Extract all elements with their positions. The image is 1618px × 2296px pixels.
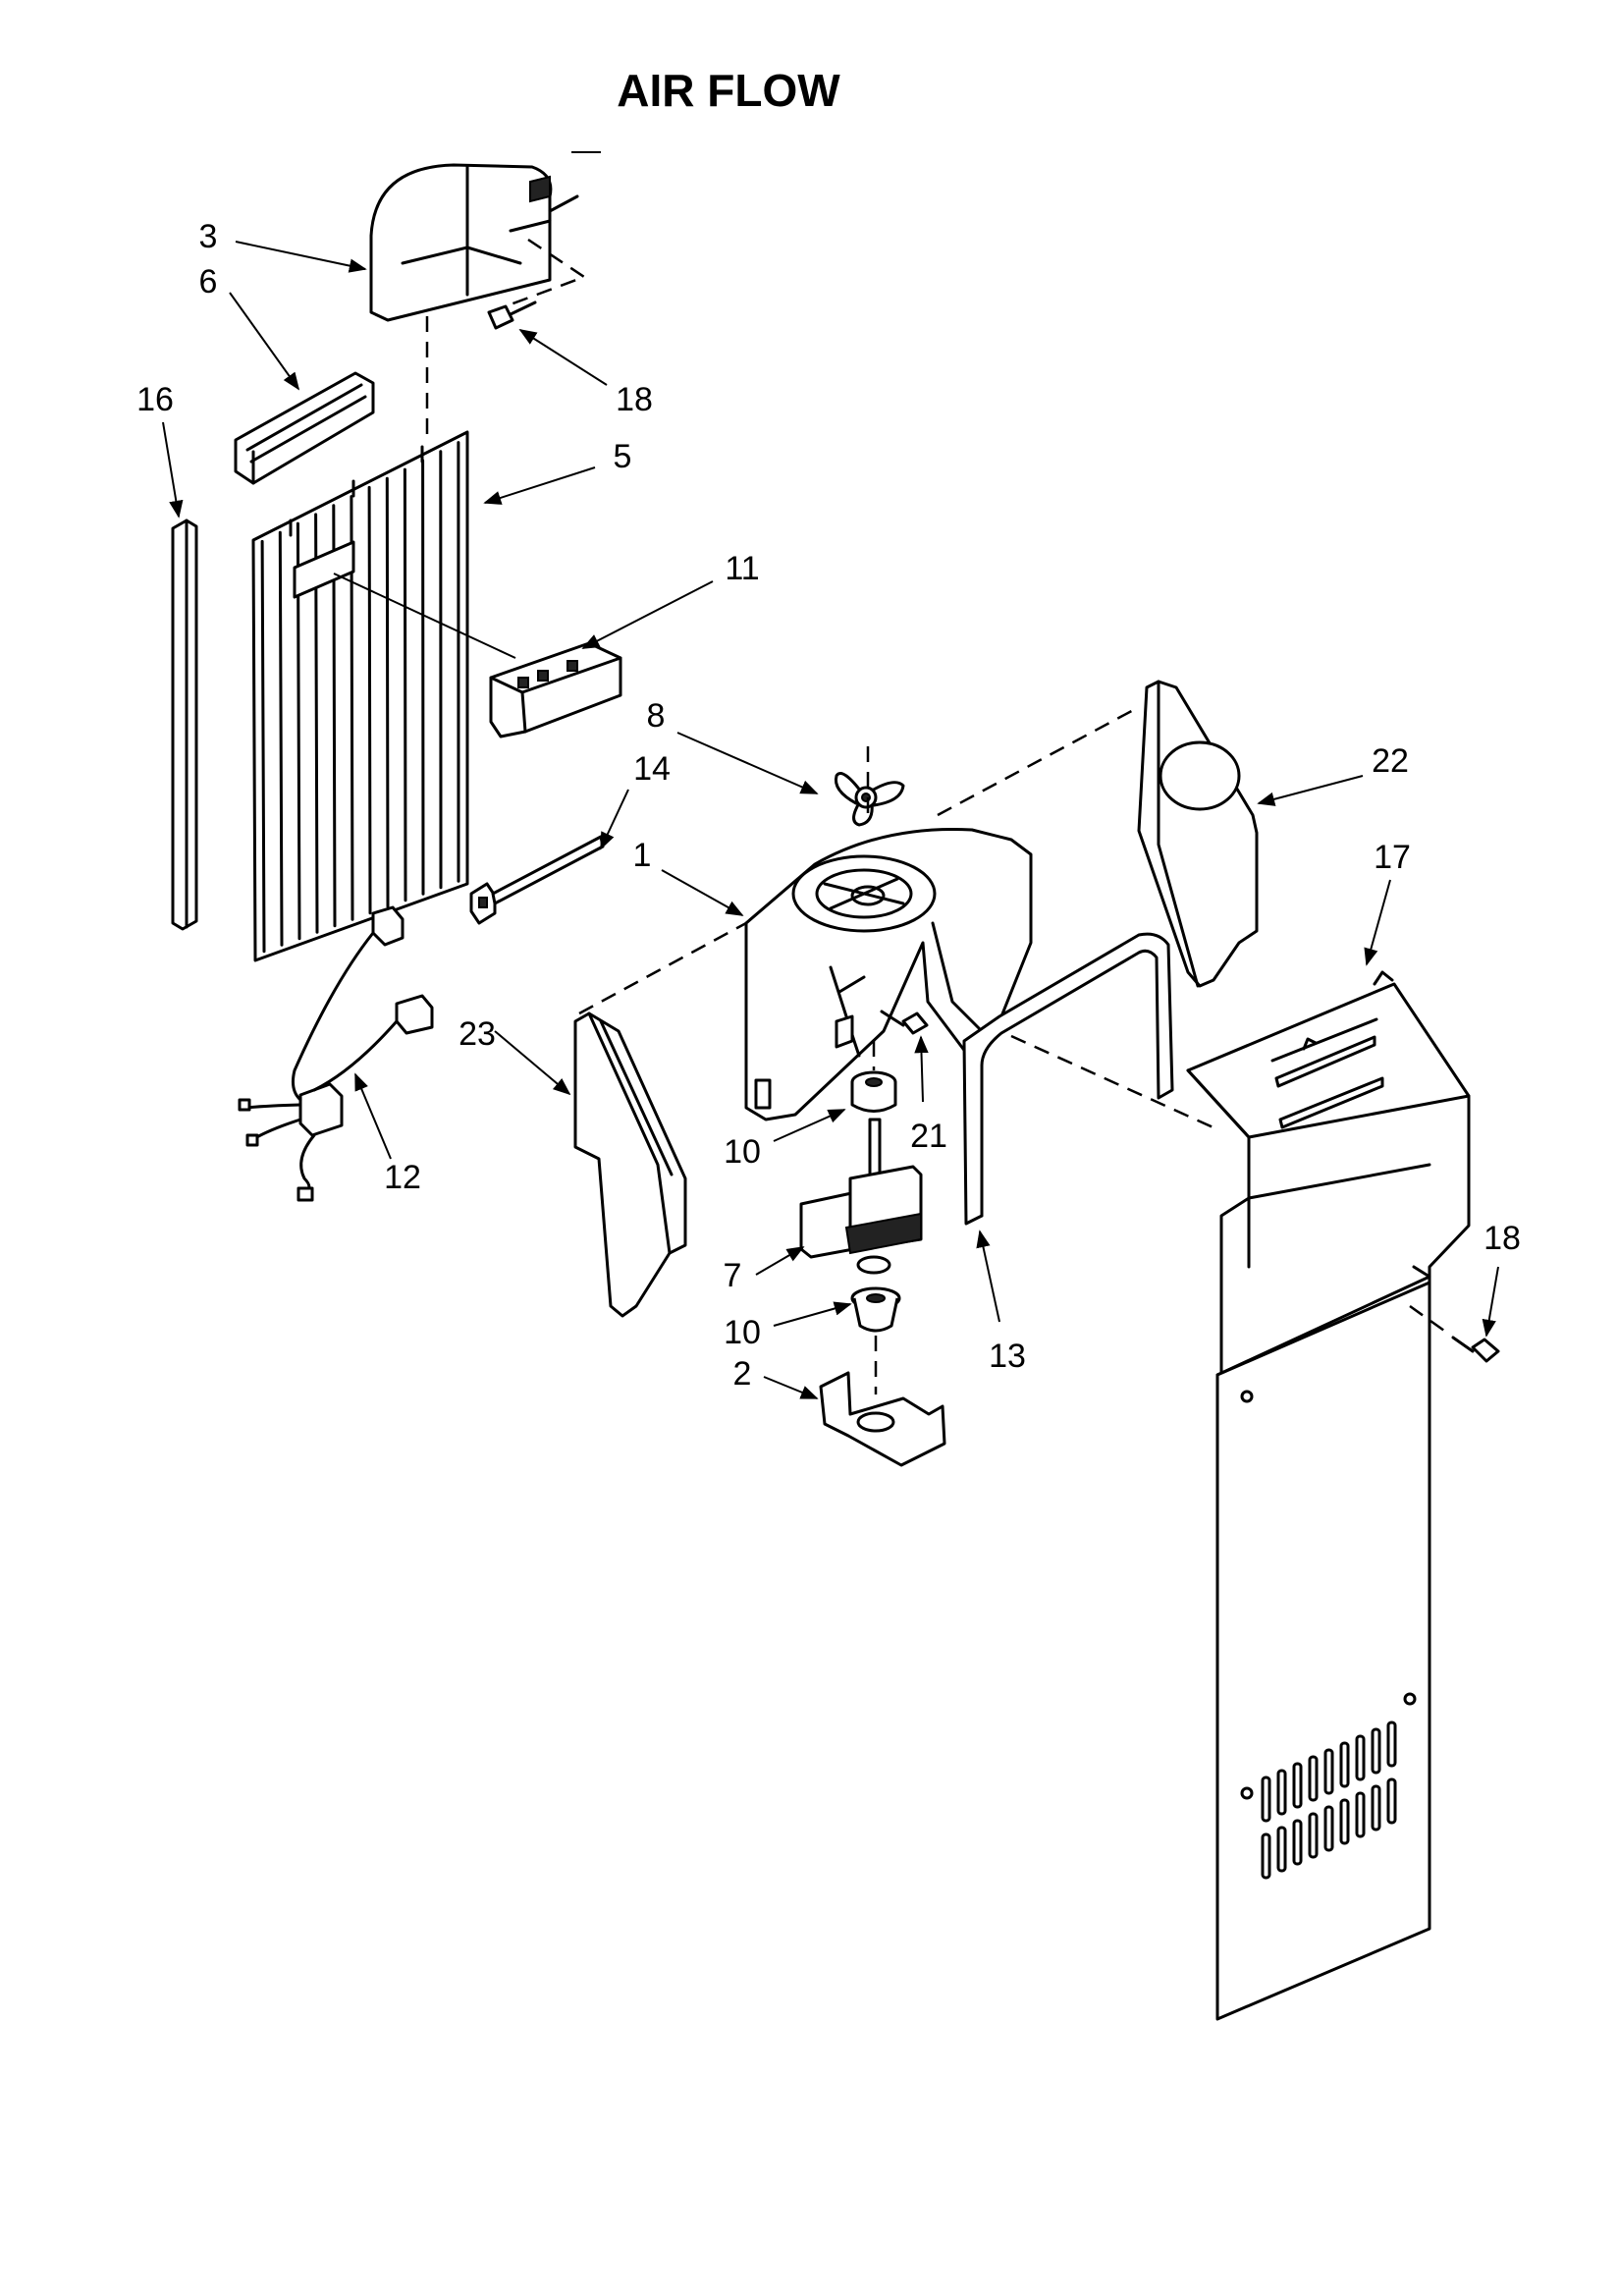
vent-slot <box>1292 1819 1303 1866</box>
part-18-screw-right <box>1451 1336 1500 1363</box>
dashed-guide-18-right <box>1409 1304 1452 1338</box>
leader-10-lower <box>773 1301 852 1327</box>
part-6-grille-bracket <box>234 371 375 485</box>
callout-10-upper: 10 <box>724 1133 761 1171</box>
part-18-screw-top <box>487 301 537 330</box>
vent-slot <box>1276 1826 1287 1873</box>
part-11-damper-bracket <box>489 641 622 738</box>
callout-6: 6 <box>199 263 218 301</box>
vent-slot <box>1355 1791 1366 1838</box>
diagram-title: AIR FLOW <box>617 65 840 116</box>
part-13-u-channel <box>962 932 1174 1226</box>
part-22-side-baffle <box>1137 680 1259 988</box>
vent-slot <box>1371 1727 1381 1775</box>
leader-17 <box>1364 879 1391 966</box>
callout-1: 1 <box>633 837 652 874</box>
callout-13: 13 <box>989 1338 1026 1375</box>
vent-slot <box>1292 1762 1303 1809</box>
dashed-guide-13-to-17 <box>1010 1034 1218 1131</box>
callout-22: 22 <box>1372 742 1409 780</box>
leader-22 <box>1257 775 1364 806</box>
grille-bar <box>385 476 390 908</box>
callout-14: 14 <box>633 750 671 788</box>
part-7-fan-motor <box>799 1118 923 1275</box>
callout-21: 21 <box>910 1118 947 1155</box>
leader-2 <box>763 1376 819 1399</box>
vent-slot <box>1339 1741 1350 1788</box>
leader-10-upper <box>773 1109 846 1142</box>
callout-17: 17 <box>1374 839 1411 876</box>
callout-8: 8 <box>647 697 666 735</box>
vent-slot <box>1308 1812 1319 1859</box>
part-12-wire-harness <box>238 905 434 1202</box>
vent-slot <box>1323 1748 1334 1795</box>
grille-bar <box>278 530 284 947</box>
vent-slot <box>1371 1784 1381 1831</box>
part-21-screw <box>880 1010 929 1035</box>
vent-slot <box>1386 1777 1397 1825</box>
part-23-left-baffle <box>573 1011 687 1318</box>
leader-5 <box>483 466 596 505</box>
leader-8 <box>676 732 819 794</box>
callout-18-right: 18 <box>1483 1220 1521 1257</box>
callout-3: 3 <box>199 218 218 255</box>
callout-16: 16 <box>136 381 174 418</box>
vent-slot <box>1261 1776 1271 1823</box>
callout-23: 23 <box>458 1015 496 1053</box>
vent-slot <box>1386 1721 1397 1768</box>
dashed-guide-23-to-1 <box>578 921 747 1015</box>
leader-1 <box>661 869 744 916</box>
leader-18-right <box>1482 1266 1499 1338</box>
leader-3 <box>235 241 367 273</box>
dashed-guide-1-to-22 <box>937 705 1140 817</box>
vent-slot <box>1355 1734 1366 1781</box>
leader-lines <box>162 241 1499 1399</box>
callout-7: 7 <box>724 1257 742 1294</box>
callout-2: 2 <box>733 1355 752 1393</box>
vent-slot <box>1261 1832 1271 1880</box>
leader-13 <box>976 1230 1000 1323</box>
leader-21 <box>914 1035 929 1103</box>
part-17-lower-panel <box>1215 1265 1431 2021</box>
callout-5: 5 <box>614 438 632 475</box>
part-14-cable-tie <box>469 835 605 925</box>
callout-11: 11 <box>725 550 759 587</box>
callout-10-lower: 10 <box>724 1314 761 1351</box>
part-2-motor-bracket <box>819 1371 946 1467</box>
leader-12 <box>354 1072 392 1160</box>
vent-slot <box>1308 1755 1319 1802</box>
leader-23 <box>494 1030 571 1096</box>
part-3-duct-cap <box>369 163 553 322</box>
grille-bar <box>403 467 407 902</box>
leader-16 <box>162 421 184 519</box>
callout-12: 12 <box>384 1159 421 1196</box>
grille-bar <box>367 485 372 915</box>
vent-slot <box>1323 1805 1334 1852</box>
callout-18-top: 18 <box>616 381 653 418</box>
leader-7 <box>755 1246 805 1276</box>
grille-bar <box>260 539 266 954</box>
leader-18-top <box>518 329 608 386</box>
leader-11 <box>581 580 714 649</box>
part-10-bushing-upper <box>850 1070 897 1113</box>
part-3-wire-lead <box>548 194 579 213</box>
leader-14 <box>600 789 629 850</box>
vent-slot <box>1276 1769 1287 1816</box>
part-10-bushing-lower <box>850 1286 901 1333</box>
part-16-vertical-strip <box>171 519 198 931</box>
part-5-evaporator-cover <box>251 430 469 962</box>
leader-6 <box>229 292 300 391</box>
callout-labels: 1 2 3 5 6 7 8 10 10 11 12 13 14 16 17 18… <box>136 218 1521 1393</box>
part-5-leader-to-11 <box>333 573 516 659</box>
part-1-fan-housing <box>744 827 1033 1121</box>
vent-slot <box>1339 1798 1350 1845</box>
part-8-fan-blade <box>834 772 905 827</box>
